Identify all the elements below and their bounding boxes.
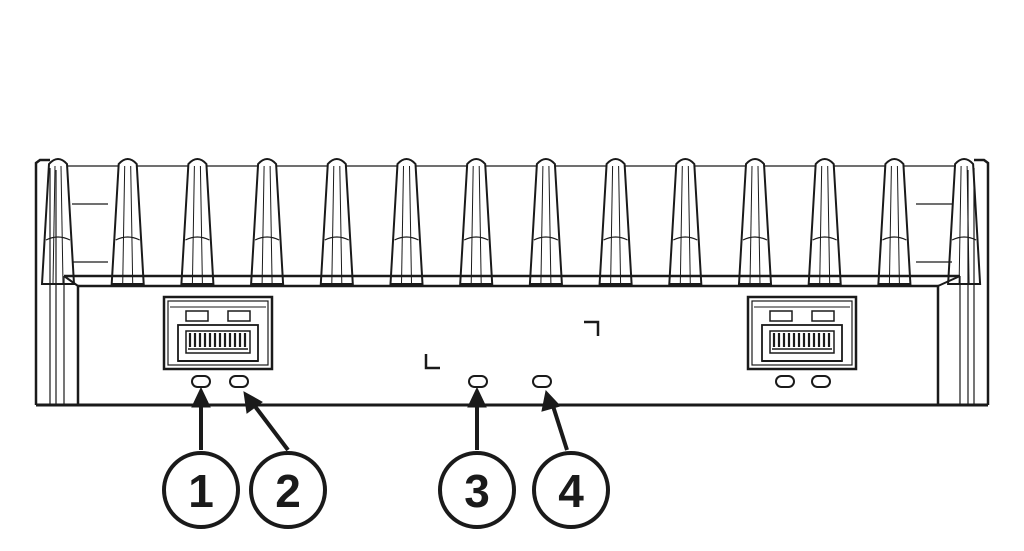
led-6 [811, 375, 831, 388]
callout-1: 1 [162, 451, 240, 529]
callout-3: 3 [438, 451, 516, 529]
callout-arrow-2 [243, 391, 290, 452]
callout-arrows [191, 386, 569, 452]
heatsink-fin [947, 158, 982, 285]
callout-arrow-4 [541, 389, 569, 451]
led-4 [532, 375, 552, 388]
heatsink-fin [459, 158, 494, 285]
heatsink-fins [40, 158, 982, 285]
heatsink-fin [877, 158, 912, 285]
callout-label-3: 3 [464, 465, 490, 517]
led-2 [229, 375, 249, 388]
heatsink-fin [668, 158, 703, 285]
heatsink-fin [737, 158, 773, 285]
callout-2: 2 [249, 451, 327, 529]
heatsink-fin [319, 158, 354, 285]
heatsink-fin [528, 158, 563, 285]
heatsink-fin [180, 158, 215, 285]
left-port-cage [162, 295, 274, 371]
led-1 [191, 375, 211, 388]
callout-label-2: 2 [275, 465, 301, 517]
heatsink-fin [598, 158, 633, 285]
callout-label-4: 4 [558, 465, 584, 517]
heatsink-fin [40, 158, 76, 285]
heatsink-fin [389, 158, 424, 285]
led-5 [775, 375, 795, 388]
heatsink-fin [250, 158, 285, 285]
heatsink-fin [807, 158, 842, 285]
callout-arrow-1 [191, 386, 211, 450]
status-leds [191, 375, 831, 388]
right-port-cage [746, 295, 858, 371]
callouts: 1 2 3 4 [162, 451, 610, 529]
callout-4: 4 [532, 451, 610, 529]
heatsink-fin [110, 158, 145, 285]
led-3 [468, 375, 488, 388]
callout-label-1: 1 [188, 465, 214, 517]
callout-arrow-3 [467, 386, 487, 450]
